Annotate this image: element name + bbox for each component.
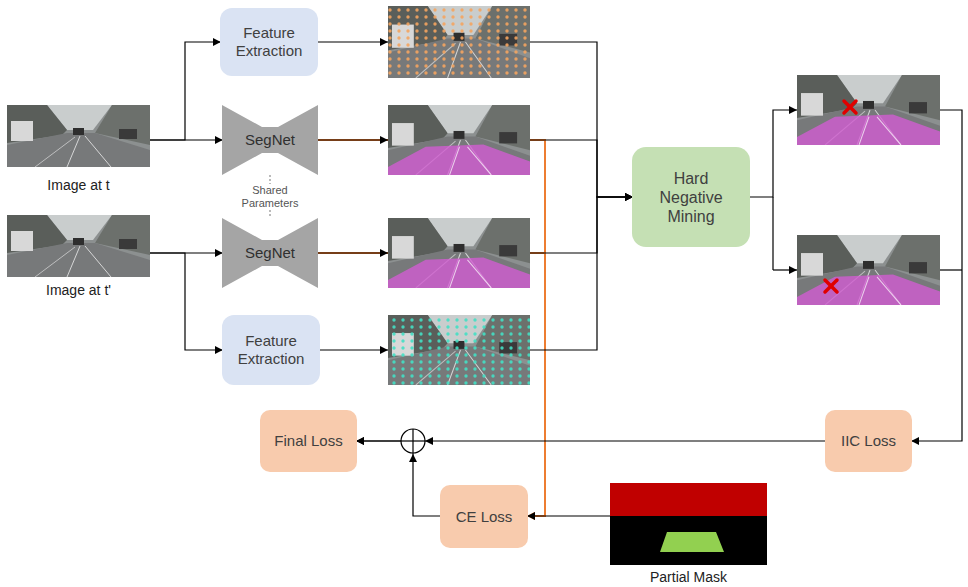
connector [750,110,962,441]
input-image: Image at t [7,105,150,167]
image-caption: Partial Mask [590,569,787,586]
feature-thumbnail [388,315,530,385]
node-label: Final Loss [274,432,342,450]
mask-image: Partial Mask [610,483,767,565]
image-content [610,483,767,565]
sum-sign [412,429,413,453]
image-frame [610,483,767,565]
network-outline [222,105,318,175]
process-box: Feature Extraction [220,8,318,76]
arrow-head [789,106,797,114]
arrow-head [380,136,388,144]
connector [150,139,222,140]
image-frame [7,215,150,277]
image-caption: Image at t [0,177,170,194]
arrow-head [425,437,433,445]
node-label: CE Loss [456,508,513,526]
node-label: SegNet [245,244,295,262]
branch-line [940,269,962,270]
segmentation-overlay [388,145,530,175]
network-outline [222,218,318,288]
segmentation-thumbnail [388,218,530,288]
feature-points [388,6,530,78]
output-thumbnail [797,75,940,145]
arrow-head [380,249,388,257]
loss-box: Final Loss [260,410,357,472]
branch-line [772,197,773,270]
cross-stroke [844,101,856,113]
connector [150,253,222,350]
node-label: Feature Extraction [228,332,314,368]
node-label: IIC Loss [841,432,896,450]
output-thumbnail [797,235,940,305]
highlight-connector [318,253,545,516]
loss-box: CE Loss [440,485,528,548]
process-box: Hard Negative Mining [632,147,750,247]
loss-box: IIC Loss [825,410,912,472]
segmentation-thumbnail [388,105,530,175]
feature-thumbnail [388,6,530,78]
cross-stroke [825,280,837,292]
input-image: Image at t' [7,215,150,277]
annotation-label: Shared Parameters [237,184,303,210]
network-block: SegNet [222,105,318,175]
cross-stroke [844,101,856,113]
negative-cross [825,280,837,292]
segmentation-overlay [388,258,530,288]
image-content [7,105,150,167]
arrow-head [380,38,388,46]
negative-cross [844,101,856,113]
arrow-head [789,266,797,274]
cross-stroke [825,280,837,292]
connector [357,441,440,516]
segmentation-overlay [797,115,940,145]
node-label: Feature Extraction [226,24,312,60]
node-label: Hard Negative Mining [648,169,734,226]
image-caption: Image at t' [0,282,170,299]
image-frame [7,105,150,167]
arrow-head [380,346,388,354]
shared-link [270,210,271,218]
sum-junction [401,429,425,453]
arrow-head [409,454,417,462]
connector [318,140,632,197]
connector [150,42,220,140]
network-block: SegNet [222,218,318,288]
image-content [7,215,150,277]
segmentation-overlay [797,275,940,305]
process-box: Feature Extraction [222,315,320,385]
connector [528,515,610,516]
node-label: SegNet [245,131,295,149]
feature-points [388,315,530,385]
